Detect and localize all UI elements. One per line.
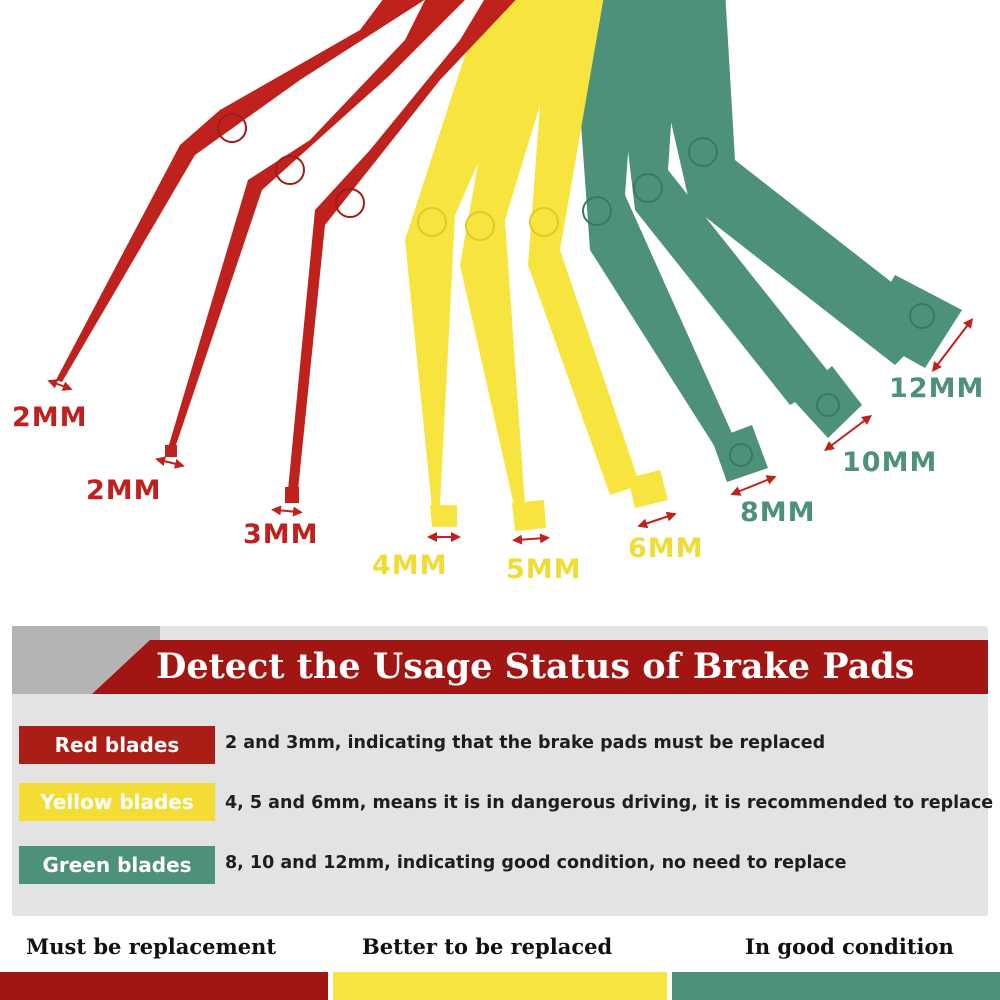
bottom-label-yellow: Better to be replaced — [362, 934, 613, 959]
bottom-bar-green — [672, 972, 1000, 1000]
size-label-3mm: 3MM — [243, 519, 319, 550]
arrow-6mm — [637, 511, 677, 529]
legend-tag-yellow: Yellow blades — [19, 783, 215, 821]
arrow-8mm — [730, 475, 777, 496]
bottom-label-red: Must be replacement — [26, 934, 277, 959]
blade-yellow-4mm — [405, 0, 551, 527]
legend-tag-green: Green blades — [19, 846, 215, 884]
size-label-8mm: 8MM — [740, 497, 816, 528]
blade-red-2mm-a — [56, 0, 425, 382]
blade-red-3mm — [285, 0, 516, 503]
arrow-10mm — [824, 415, 872, 451]
size-label-2mm-a: 2MM — [12, 402, 88, 433]
legend-desc-yellow: 4, 5 and 6mm, means it is in dangerous d… — [225, 793, 994, 813]
thickness-arrows — [47, 318, 974, 545]
brake-pad-gauge-blades — [47, 0, 974, 545]
arrow-2mm-b — [155, 456, 185, 469]
size-label-10mm: 10MM — [842, 447, 938, 478]
arrow-3mm — [271, 505, 303, 517]
panel-title: Detect the Usage Status of Brake Pads — [156, 646, 915, 687]
size-label-5mm: 5MM — [506, 554, 582, 585]
arrow-2mm-a — [47, 379, 73, 391]
bottom-bar-red — [0, 972, 328, 1000]
panel-title-banner — [92, 640, 988, 694]
bottom-label-green: In good condition — [745, 934, 954, 959]
legend-tag-red: Red blades — [19, 726, 215, 764]
blade-green-8mm — [575, 0, 768, 482]
arrow-12mm — [931, 318, 974, 372]
bottom-bar-yellow — [333, 972, 667, 1000]
legend-desc-red: 2 and 3mm, indicating that the brake pad… — [225, 733, 826, 753]
size-label-6mm: 6MM — [628, 533, 704, 564]
size-label-12mm: 12MM — [889, 373, 985, 404]
blade-yellow-6mm — [528, 0, 668, 508]
size-label-4mm: 4MM — [372, 550, 448, 581]
size-label-2mm-b: 2MM — [86, 475, 162, 506]
arrow-5mm — [512, 533, 550, 545]
blade-green-12mm — [650, 0, 962, 368]
blade-red-2mm-b — [165, 0, 465, 457]
legend-desc-green: 8, 10 and 12mm, indicating good conditio… — [225, 853, 847, 873]
